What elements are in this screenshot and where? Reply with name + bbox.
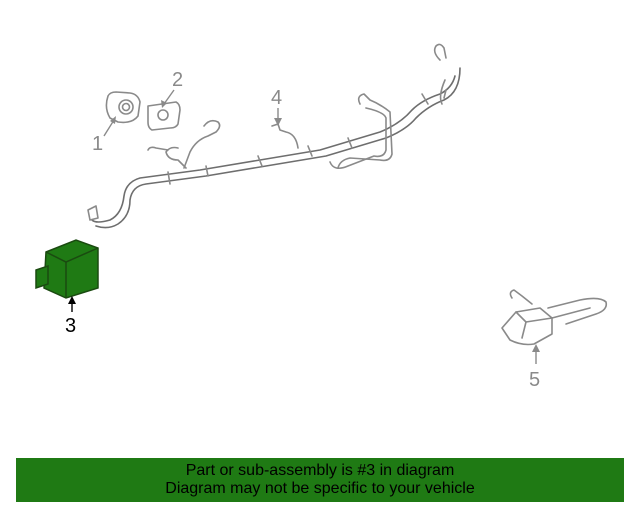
callout-label-1: 1 bbox=[92, 133, 103, 155]
info-banner: Part or sub-assembly is #3 in diagram Di… bbox=[16, 458, 624, 502]
callout-3: 3 bbox=[65, 296, 76, 337]
callout-4: 4 bbox=[271, 87, 282, 126]
callout-label-3: 3 bbox=[65, 315, 76, 337]
part-4-wiring-harness[interactable] bbox=[87, 43, 461, 229]
part-1-sensor-bracket[interactable] bbox=[105, 91, 141, 124]
callout-5: 5 bbox=[529, 344, 540, 391]
part-2-sensor[interactable] bbox=[147, 101, 181, 131]
callout-label-2: 2 bbox=[172, 69, 183, 91]
callout-label-5: 5 bbox=[529, 369, 540, 391]
callout-1: 1 bbox=[92, 116, 116, 155]
banner-line-2: Diagram may not be specific to your vehi… bbox=[165, 480, 475, 497]
callout-2: 2 bbox=[161, 69, 183, 108]
banner-line-1: Part or sub-assembly is #3 in diagram bbox=[185, 462, 455, 479]
part-3-control-module[interactable] bbox=[35, 239, 99, 299]
parts-diagram: 1 2 3 4 5 bbox=[35, 43, 608, 391]
callout-label-4: 4 bbox=[271, 87, 282, 109]
part-5-camera[interactable] bbox=[501, 289, 608, 346]
